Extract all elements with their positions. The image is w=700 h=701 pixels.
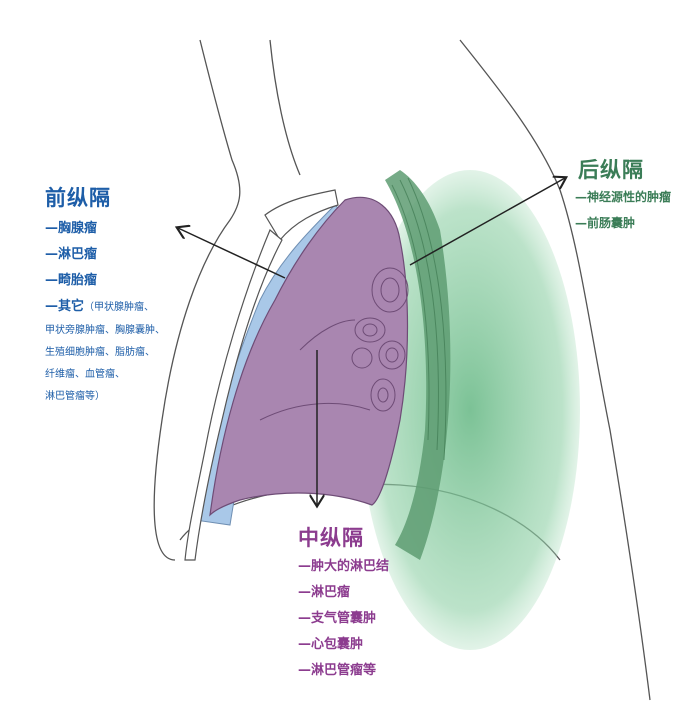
middle-item-5: —淋巴管瘤等 (298, 663, 377, 678)
anterior-other-line-2: 甲状旁腺肿瘤、胸腺囊肿、 (45, 325, 165, 336)
middle-item-3: —支气管囊肿 (298, 611, 377, 626)
anterior-item-4: —其它（甲状腺肿瘤、 (45, 294, 165, 320)
anterior-other-line-5: 淋巴管瘤等） (45, 391, 105, 402)
posterior-title: 后纵隔 (578, 158, 644, 182)
anterior-item-3: —畸胎瘤 (45, 273, 98, 288)
middle-title: 中纵隔 (298, 526, 364, 550)
posterior-region (360, 170, 580, 650)
anterior-other-line-4: 纤维瘤、血管瘤、 (45, 369, 125, 380)
anterior-other-line-1: （甲状腺肿瘤、 (84, 302, 155, 313)
middle-item-1: —肿大的淋巴结 (298, 559, 390, 574)
anterior-item-2: —淋巴瘤 (45, 247, 98, 262)
posterior-label-block: 后纵隔 —神经源性的肿瘤 —前肠囊肿 (575, 154, 672, 236)
anterior-other-line-3: 生殖细胞肿瘤、脂肪瘤、 (45, 347, 155, 358)
anterior-item-1: —胸腺瘤 (45, 221, 98, 236)
anterior-other-prefix: —其它 (45, 299, 85, 314)
middle-item-2: —淋巴瘤 (298, 585, 351, 600)
middle-item-4: —心包囊肿 (298, 637, 364, 652)
middle-region (209, 196, 409, 517)
middle-label-block: 中纵隔 —肿大的淋巴结 —淋巴瘤 —支气管囊肿 —心包囊肿 —淋巴管瘤等 (298, 522, 389, 684)
posterior-item-2: —前肠囊肿 (575, 216, 636, 230)
posterior-item-1: —神经源性的肿瘤 (575, 190, 672, 204)
anterior-title: 前纵隔 (45, 186, 111, 210)
sternum (184, 189, 339, 561)
pointer-arrows (178, 178, 565, 505)
anterior-label-block: 前纵隔 —胸腺瘤 —淋巴瘤 —畸胎瘤 —其它（甲状腺肿瘤、 甲状旁腺肿瘤、胸腺囊… (45, 182, 165, 408)
anterior-arrow (178, 228, 286, 279)
posterior-arrow (409, 178, 565, 266)
